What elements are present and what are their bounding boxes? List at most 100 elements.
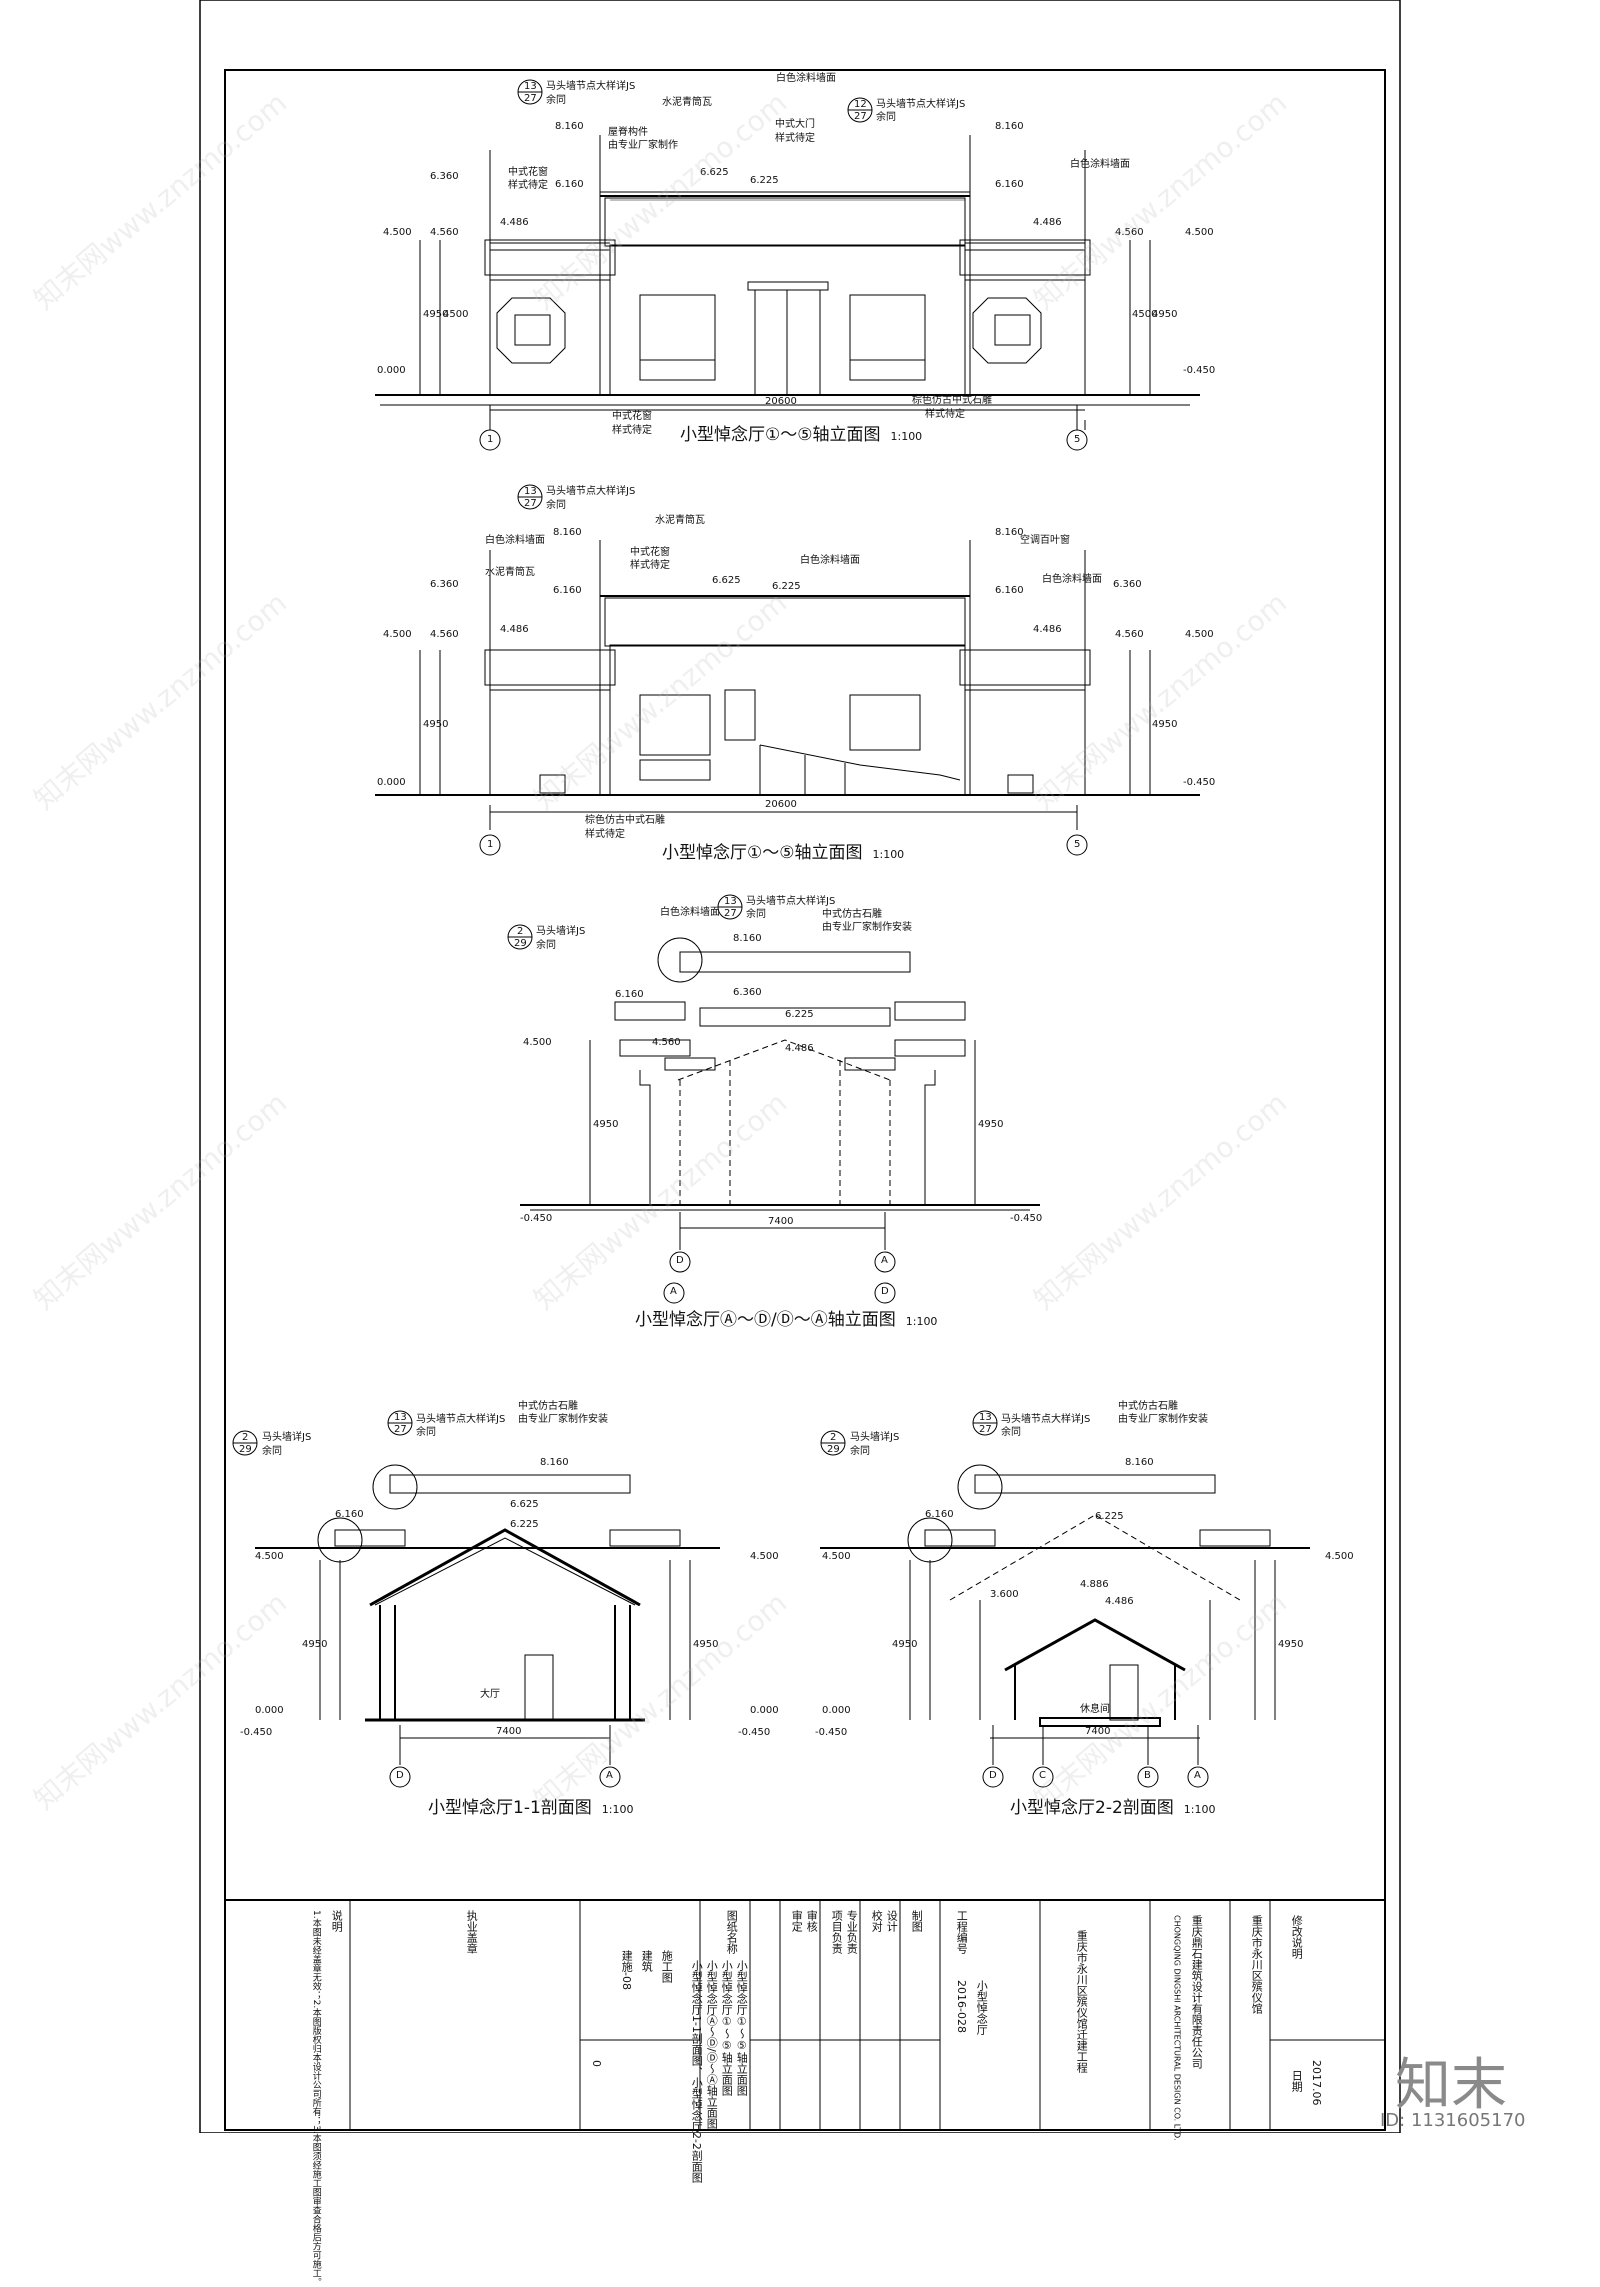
elev-label: 4.500 bbox=[255, 1551, 284, 1562]
note-label: 中式花窗 bbox=[508, 167, 548, 178]
titleblock-date-label: 日期 bbox=[1290, 2070, 1304, 2092]
axis-label-A: A bbox=[1194, 1770, 1201, 1781]
note-label: 白色涂料墙面 bbox=[776, 73, 836, 84]
titleblock-client: 重庆市永川区殡仪馆 bbox=[1250, 1915, 1264, 2014]
dim-label: 4950 bbox=[693, 1639, 719, 1650]
titleblock-role: 设计 bbox=[885, 1910, 899, 1932]
elev-label: 6.160 bbox=[925, 1509, 954, 1520]
detail-callout-num: 12 bbox=[854, 99, 867, 110]
elev-label: 6.360 bbox=[430, 171, 459, 182]
elev-label: 6.360 bbox=[430, 579, 459, 590]
note-label: 白色涂料墙面 bbox=[1070, 159, 1130, 170]
note-label: 样式待定 bbox=[775, 133, 815, 144]
title-block bbox=[224, 1899, 1386, 2131]
dim-label: 7400 bbox=[496, 1726, 522, 1737]
elev-label: 6.225 bbox=[750, 175, 779, 186]
note-label: 余同 bbox=[536, 940, 556, 951]
detail-callout-num: 13 bbox=[724, 896, 737, 907]
dim-label: 4950 bbox=[423, 309, 449, 320]
note-label: 余同 bbox=[1001, 1427, 1021, 1438]
elev-label: 4.486 bbox=[1033, 217, 1062, 228]
elev-label: 8.160 bbox=[555, 121, 584, 132]
note-label: 水泥青筒瓦 bbox=[485, 567, 535, 578]
note-label: 马头墙节点大样详JS bbox=[1001, 1414, 1091, 1425]
titleblock-discipline: 建筑 bbox=[640, 1950, 654, 1972]
axis-label-5: 5 bbox=[1074, 434, 1081, 445]
elev-label: 6.225 bbox=[785, 1009, 814, 1020]
note-label: 样式待定 bbox=[585, 829, 625, 840]
axis-label-A: A bbox=[881, 1255, 888, 1266]
axis-label-1: 1 bbox=[487, 434, 494, 445]
titleblock-date: 2017.06 bbox=[1310, 2060, 1324, 2106]
elev-label: 4.486 bbox=[500, 624, 529, 635]
dim-label: 20600 bbox=[765, 799, 797, 810]
dim-label: 4500 bbox=[443, 309, 469, 320]
detail-callout-num: 13 bbox=[394, 1412, 407, 1423]
titleblock-notes-label: 说明 bbox=[330, 1910, 344, 1932]
detail-callouts bbox=[232, 79, 1003, 1563]
dim-label: 4950 bbox=[302, 1639, 328, 1650]
note-label: 白色涂料墙面 bbox=[1042, 574, 1102, 585]
axis-label-B: B bbox=[1144, 1770, 1151, 1781]
elev-label: 4.560 bbox=[430, 629, 459, 640]
elev-label: 4.500 bbox=[822, 1551, 851, 1562]
titleblock-role: 校对 bbox=[870, 1910, 884, 1932]
detail-callout-num: 29 bbox=[514, 938, 527, 949]
dim-label: 4950 bbox=[423, 719, 449, 730]
titleblock-sheet-no: 建施-08 bbox=[620, 1950, 634, 1990]
room-label: 休息间 bbox=[1080, 1704, 1110, 1715]
note-label: 白色涂料墙面 bbox=[485, 535, 545, 546]
note-label: 余同 bbox=[850, 1446, 870, 1457]
elev-label: 4.560 bbox=[652, 1037, 681, 1048]
dim-label: 7400 bbox=[1085, 1726, 1111, 1737]
note-label: 屋脊构件 bbox=[608, 127, 648, 138]
note-label: 由专业厂家制作安装 bbox=[822, 922, 912, 933]
note-label: 白色涂料墙面 bbox=[660, 907, 720, 918]
detail-callout-num: 27 bbox=[394, 1424, 407, 1435]
note-label: 由专业厂家制作安装 bbox=[518, 1414, 608, 1425]
elev-label: 4.500 bbox=[383, 629, 412, 640]
elev-label: 8.160 bbox=[1125, 1457, 1154, 1468]
note-label: 中式仿古石雕 bbox=[1118, 1401, 1178, 1412]
axis-label-D: D bbox=[881, 1286, 889, 1297]
axis-label-D: D bbox=[989, 1770, 997, 1781]
dim-label: 7400 bbox=[768, 1216, 794, 1227]
axis-label-C: C bbox=[1039, 1770, 1046, 1781]
note-label: 中式仿古石雕 bbox=[518, 1401, 578, 1412]
elev-label: 0.000 bbox=[377, 777, 406, 788]
elev-label: -0.450 bbox=[240, 1727, 273, 1738]
elev-label: 4.486 bbox=[500, 217, 529, 228]
detail-callout-num: 27 bbox=[854, 111, 867, 122]
note-label: 空调百叶窗 bbox=[1020, 535, 1070, 546]
elev-label: 6.225 bbox=[772, 581, 801, 592]
elev-label: 0.000 bbox=[750, 1705, 779, 1716]
dim-label: 4950 bbox=[892, 1639, 918, 1650]
drawing-canvas bbox=[199, 0, 1401, 2133]
dim-label: 4950 bbox=[1152, 719, 1178, 730]
note-label: 样式待定 bbox=[630, 560, 670, 571]
axis-label-D: D bbox=[396, 1770, 404, 1781]
elev-label: 4.500 bbox=[383, 227, 412, 238]
titleblock-role: 专业负责 bbox=[845, 1910, 859, 1954]
elev-label: 6.160 bbox=[995, 179, 1024, 190]
axis-label-D: D bbox=[676, 1255, 684, 1266]
titleblock-role: 审定 bbox=[790, 1910, 804, 1932]
titleblock-stage: 施工图 bbox=[660, 1950, 674, 1983]
elev-label: 0.000 bbox=[255, 1705, 284, 1716]
elev-label: 6.360 bbox=[1113, 579, 1142, 590]
elev-label: -0.450 bbox=[1183, 365, 1216, 376]
detail-callout-num: 13 bbox=[979, 1412, 992, 1423]
sheet-border bbox=[199, 0, 1401, 2133]
elev-label: 4.500 bbox=[750, 1551, 779, 1562]
elev-label: 4.560 bbox=[430, 227, 459, 238]
room-label: 大厅 bbox=[480, 1689, 500, 1700]
note-label: 余同 bbox=[746, 909, 766, 920]
elev-label: 4.886 bbox=[1080, 1579, 1109, 1590]
inner-frame bbox=[224, 69, 1386, 2131]
titleblock-seal: 执业盖章 bbox=[465, 1910, 479, 1954]
detail-callout-num: 13 bbox=[524, 81, 537, 92]
